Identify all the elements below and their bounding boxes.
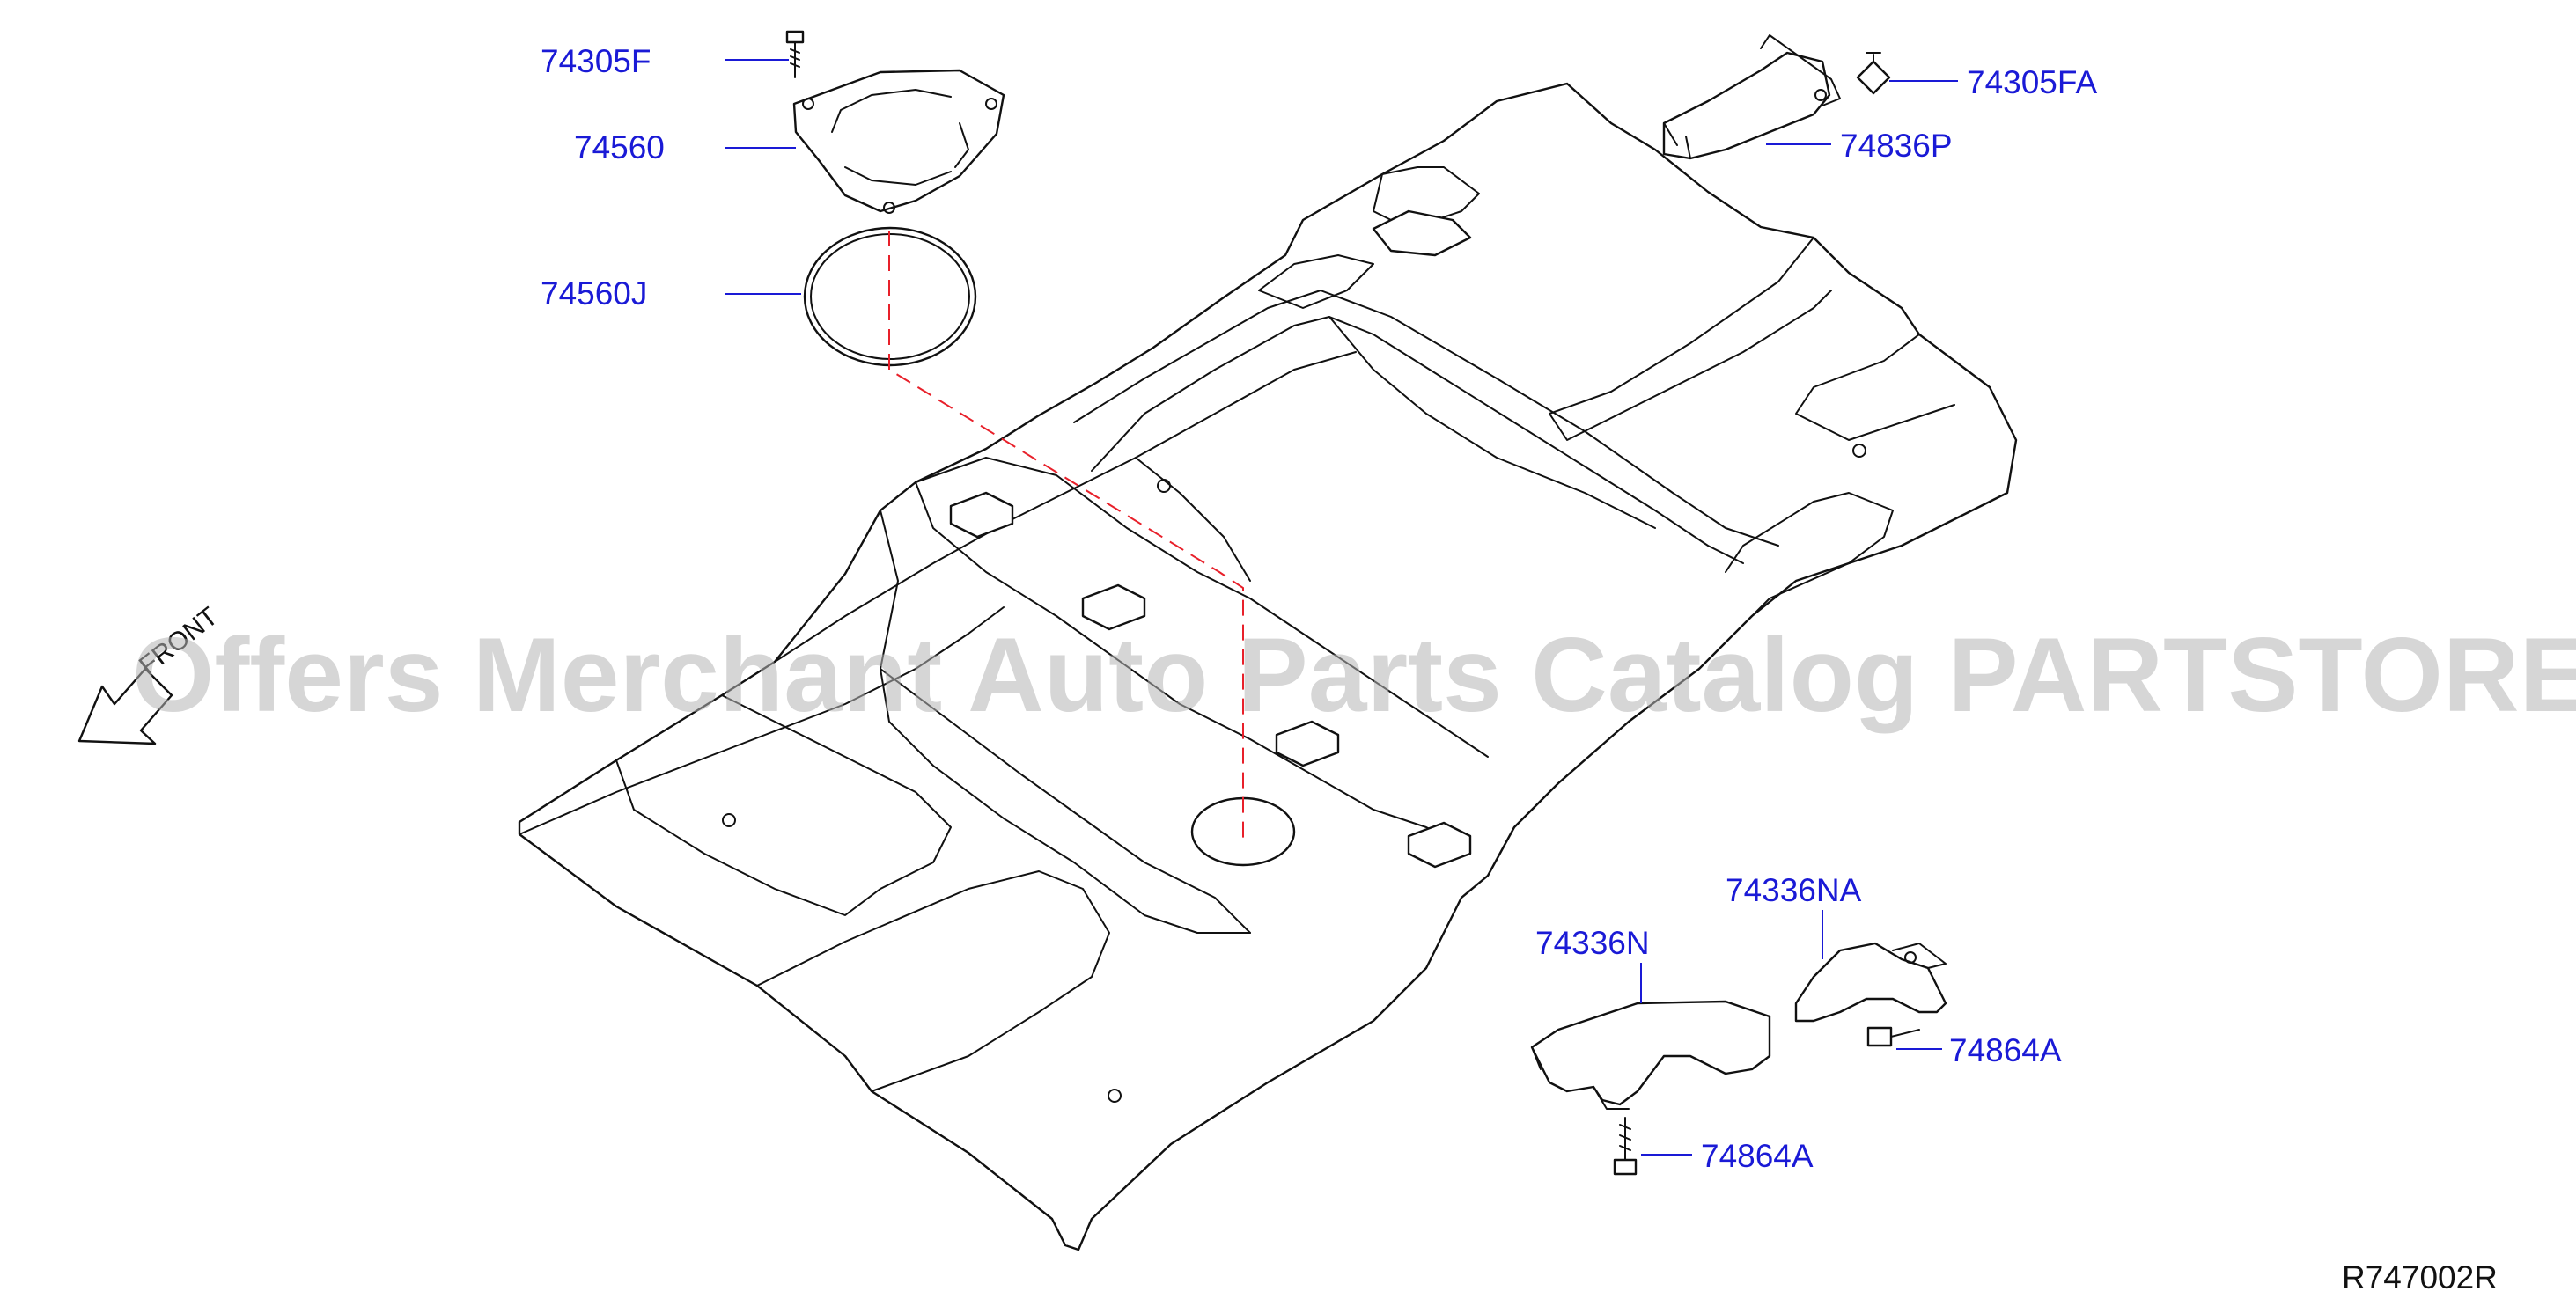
rear-right-pad: [1372, 209, 1472, 257]
screw-74864A-bottom: [1613, 1117, 1638, 1176]
tunnel-front: [915, 481, 1462, 846]
strap-74836P: [1662, 51, 1831, 160]
spare-tire-plate-slot-2: [844, 166, 952, 186]
front-left-footwell: [615, 694, 952, 916]
right-rear-inset: [1795, 334, 1955, 441]
front-center-ridge: [880, 668, 1251, 934]
watermark: Offers Merchant Auto Parts Catalog PARTS…: [132, 616, 2576, 734]
strap-hole: [1814, 89, 1827, 101]
mounting-hole: [1157, 479, 1171, 493]
mounting-hole: [1852, 444, 1866, 458]
tunnel-back: [880, 510, 1251, 934]
floor-pan-rear: [1135, 351, 1357, 459]
bracket-74336NA: [1794, 942, 1947, 1023]
plate-bolt-hole: [883, 202, 895, 214]
right-rear-step: [1549, 237, 1832, 441]
plate-bolt-hole: [985, 98, 997, 110]
tunnel-pad-4: [1407, 821, 1472, 869]
rear-left-step-2: [1258, 254, 1374, 309]
callouts: 74305F 74560 74560J 74305FA 74836P 74336…: [541, 43, 2097, 1174]
tire-cover-drawing: [785, 30, 1244, 845]
bracket-74336N: [1530, 1000, 1771, 1106]
spare-tire-plate-slot-3: [954, 122, 969, 168]
strap-drawing: [1662, 34, 1891, 160]
mounting-hole: [1108, 1089, 1122, 1103]
callout-74336N[interactable]: 74336N: [1535, 925, 1650, 961]
callout-74336NA[interactable]: 74336NA: [1726, 872, 1862, 908]
brackets-drawing: [1530, 942, 1947, 1176]
floor-insulator-outline: [518, 82, 2018, 1251]
tunnel-pad-1: [949, 491, 1014, 539]
screw-74864A-right: [1866, 1026, 1920, 1047]
mounting-hole: [722, 813, 736, 827]
callout-74836P[interactable]: 74836P: [1840, 128, 1953, 164]
rear-crossmember-lower: [1073, 290, 1779, 547]
callout-74864A[interactable]: 74864A: [1949, 1032, 2062, 1068]
front-arrow-icon: [77, 667, 173, 745]
bolt-74305F: [785, 30, 805, 78]
callout-74864A[interactable]: 74864A: [1701, 1138, 1814, 1174]
callout-74305F[interactable]: 74305F: [541, 43, 651, 79]
callout-74560[interactable]: 74560: [574, 129, 665, 165]
clip-74305FA: [1856, 52, 1891, 95]
alignment-cut-line: [888, 231, 1244, 845]
strap-fold: [1663, 122, 1691, 159]
rear-left-step: [1373, 166, 1480, 230]
diagram-reference-code: R747002R: [2342, 1259, 2498, 1295]
tunnel-pad-3: [1275, 720, 1340, 767]
callout-74560J[interactable]: 74560J: [541, 275, 647, 312]
strap-tab: [1760, 34, 1841, 106]
bracket-hole: [1904, 951, 1917, 964]
spare-tire-plate: [792, 69, 1005, 213]
left-rail-edge: [519, 606, 1005, 835]
front-footwell-step: [756, 870, 1110, 1092]
spare-tire-plate-slot-1: [831, 89, 952, 133]
right-panel-edge: [1725, 492, 1894, 617]
tunnel-ridge: [915, 457, 1489, 758]
tunnel-pad-2: [1081, 583, 1146, 631]
plate-bolt-hole: [802, 98, 814, 110]
bracket-74336N-tab: [1531, 1046, 1630, 1110]
callout-74305FA[interactable]: 74305FA: [1967, 64, 2097, 100]
bracket-74336NA-tab: [1892, 943, 1947, 969]
floor-pan-center: [1328, 316, 1656, 529]
rear-crossmember: [1091, 316, 1744, 564]
left-rail: [774, 457, 1251, 663]
